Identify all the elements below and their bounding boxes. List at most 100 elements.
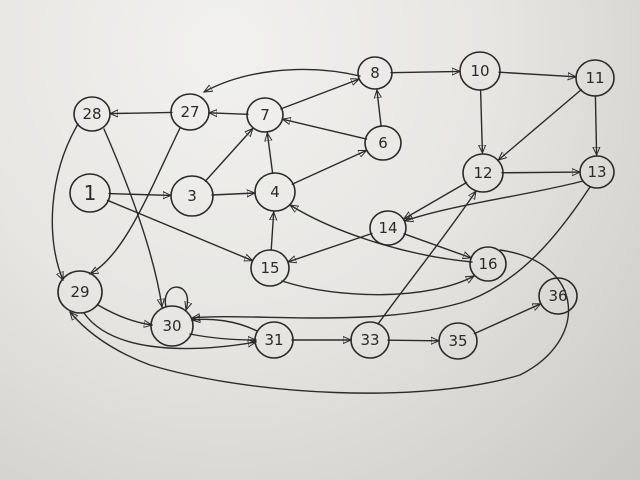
node-27-circle xyxy=(170,93,210,131)
edge-8-to-27 xyxy=(204,68,361,93)
node-28-label: 28 xyxy=(82,105,101,123)
edge-16-to-29 xyxy=(70,249,570,394)
edge-6-to-7 xyxy=(283,119,368,140)
edge-29-to-30 xyxy=(97,304,152,325)
edge-15-to-16 xyxy=(281,275,474,296)
node-10-label: 10 xyxy=(470,62,489,80)
edge-7-to-8 xyxy=(280,79,359,110)
node-6-label: 6 xyxy=(378,134,388,152)
node-30-label: 30 xyxy=(162,317,181,335)
node-14-circle xyxy=(369,210,407,246)
node-27: 27 xyxy=(170,93,210,131)
node-7: 7 xyxy=(246,97,284,133)
node-33-circle xyxy=(350,321,390,359)
node-16: 16 xyxy=(469,246,507,282)
node-15: 15 xyxy=(250,249,290,287)
edge-3-to-4 xyxy=(211,193,255,195)
node-36-label: 36 xyxy=(548,287,567,305)
node-16-circle xyxy=(469,246,507,282)
node-13-circle xyxy=(579,155,615,189)
node-28: 28 xyxy=(73,96,111,132)
node-29-circle xyxy=(57,270,103,314)
node-11-label: 11 xyxy=(585,69,604,87)
edge-3-to-7 xyxy=(204,128,253,182)
edge-11-to-13 xyxy=(595,95,596,155)
edge-28-to-29 xyxy=(51,123,79,280)
node-7-circle xyxy=(246,97,284,133)
edge-13-to-30 xyxy=(192,186,591,318)
node-4: 4 xyxy=(254,172,296,212)
node-1-circle xyxy=(69,173,111,213)
edge-27-to-29 xyxy=(90,127,181,275)
edge-11-to-12 xyxy=(498,88,582,161)
edge-10-to-12 xyxy=(481,89,483,153)
node-12: 12 xyxy=(462,153,504,193)
node-11: 11 xyxy=(575,59,615,97)
edge-35-to-36 xyxy=(473,303,540,335)
node-7-label: 7 xyxy=(260,106,270,124)
node-35: 35 xyxy=(438,322,478,360)
node-36: 36 xyxy=(538,277,578,315)
edge-33-to-12 xyxy=(377,191,477,325)
node-4-circle xyxy=(254,172,296,212)
node-28-circle xyxy=(73,96,111,132)
edge-1-to-15 xyxy=(106,199,253,260)
node-29-label: 29 xyxy=(70,283,89,301)
node-15-circle xyxy=(250,249,290,287)
edge-30-to-31 xyxy=(189,333,256,340)
node-8: 8 xyxy=(357,56,393,90)
node-6: 6 xyxy=(364,125,402,161)
edge-1-to-3 xyxy=(108,194,171,196)
node-30: 30 xyxy=(150,305,194,347)
node-31-label: 31 xyxy=(264,331,283,349)
node-13: 13 xyxy=(579,155,615,189)
node-33: 33 xyxy=(350,321,390,359)
edge-12-to-13 xyxy=(501,172,580,173)
edge-28-to-30 xyxy=(103,128,162,307)
node-31-circle xyxy=(254,321,294,359)
edge-27-to-28 xyxy=(110,112,173,113)
edge-15-to-4 xyxy=(271,212,274,251)
edge-13-to-14 xyxy=(405,180,584,221)
node-11-circle xyxy=(575,59,615,97)
node-3-label: 3 xyxy=(187,187,197,205)
node-14: 14 xyxy=(369,210,407,246)
edge-30-to-30 xyxy=(164,286,187,310)
edge-4-to-7 xyxy=(267,133,274,174)
node-8-circle xyxy=(357,56,393,90)
node-29: 29 xyxy=(57,270,103,314)
node-35-label: 35 xyxy=(448,332,467,350)
node-4-label: 4 xyxy=(270,183,280,201)
node-13-label: 13 xyxy=(587,163,606,181)
edge-33-to-35 xyxy=(387,340,439,341)
node-30-circle xyxy=(150,305,194,347)
node-3: 3 xyxy=(170,175,214,217)
node-33-label: 33 xyxy=(360,331,379,349)
edge-10-to-11 xyxy=(498,71,576,77)
edge-14-to-15 xyxy=(288,232,373,262)
node-3-circle xyxy=(170,175,214,217)
edge-4-to-6 xyxy=(291,149,366,185)
edge-7-to-27 xyxy=(209,113,249,115)
node-16-label: 16 xyxy=(478,255,497,273)
node-35-circle xyxy=(438,322,478,360)
edge-6-to-8 xyxy=(377,90,381,127)
edges-layer xyxy=(51,68,596,394)
edge-16-to-4 xyxy=(290,204,473,263)
node-15-label: 15 xyxy=(260,259,279,277)
edge-14-to-16 xyxy=(403,233,471,258)
node-31: 31 xyxy=(254,321,294,359)
node-12-label: 12 xyxy=(473,164,492,182)
edge-29-to-31 xyxy=(83,312,256,350)
node-8-label: 8 xyxy=(370,64,380,82)
node-10: 10 xyxy=(459,51,501,91)
edge-8-to-10 xyxy=(390,71,460,72)
node-14-label: 14 xyxy=(378,219,397,237)
node-1: 1 xyxy=(69,173,111,213)
node-27-label: 27 xyxy=(180,103,199,121)
node-1-label: 1 xyxy=(84,181,97,205)
node-10-circle xyxy=(459,51,501,91)
